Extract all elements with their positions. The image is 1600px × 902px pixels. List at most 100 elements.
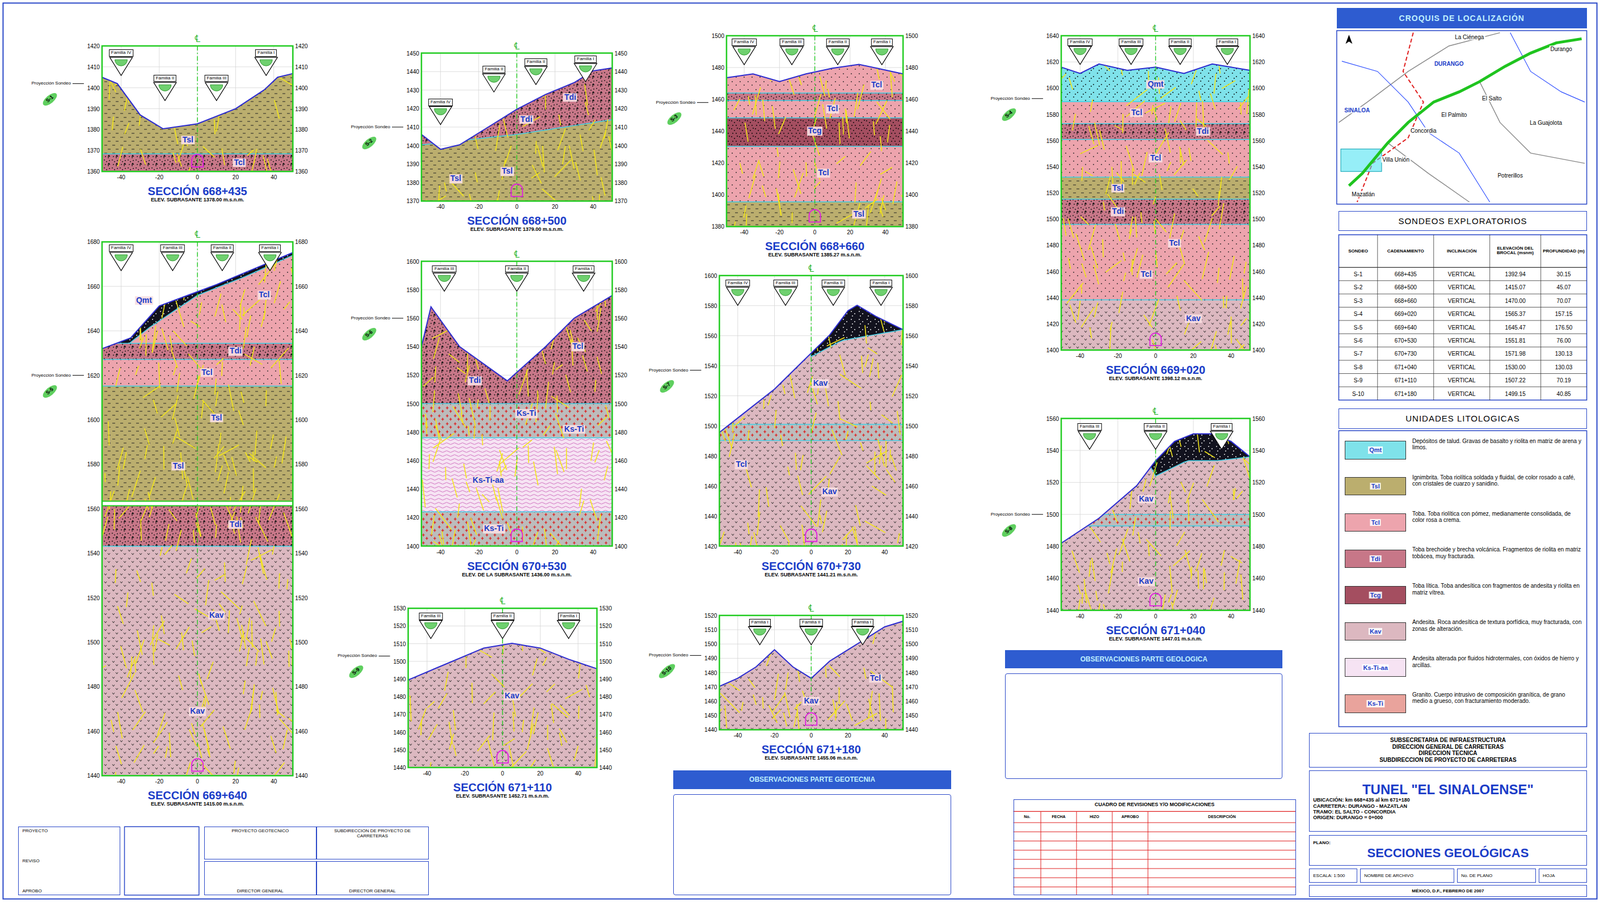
fracture-line <box>421 640 435 649</box>
fracture-line <box>800 454 804 471</box>
fracture-line <box>132 711 146 730</box>
fracture-line <box>604 119 609 139</box>
elevation-tick: 1390 <box>406 161 420 168</box>
fracture-line <box>271 735 277 753</box>
elevation-tick: 1620 <box>294 372 308 379</box>
fracture-line <box>1206 597 1214 620</box>
fracture-line <box>1065 450 1069 464</box>
stereonet-plot <box>753 628 767 636</box>
fracture-line <box>1116 172 1125 182</box>
centerline <box>811 275 812 547</box>
borehole-tag: S-10 <box>656 661 678 681</box>
table-rule <box>1013 831 1296 833</box>
stereonet-symbol <box>524 66 548 85</box>
fracture-line <box>193 376 200 399</box>
table-header-cell: FECHA <box>1041 814 1076 820</box>
axis-tick: 20 <box>846 229 854 236</box>
elevation-tick: 1400 <box>1046 347 1059 354</box>
stereonet-plot <box>874 289 888 296</box>
table-cell: 1565.37 <box>1491 310 1540 318</box>
elevation-tick: 1390 <box>614 161 627 168</box>
table-header-cell: DESCRIPCIÓN <box>1148 814 1296 820</box>
fracture-line <box>1230 556 1243 564</box>
axis-tick: 20 <box>1189 613 1197 620</box>
fracture-line <box>175 300 184 328</box>
notes-title: OBSERVACIONES PARTE GEOLOGICA <box>1005 649 1283 669</box>
fracture-line <box>1068 511 1074 537</box>
fracture-line <box>785 672 789 690</box>
fracture-line <box>258 547 264 574</box>
fracture-line <box>1229 166 1238 181</box>
measured-symbols <box>72 46 1239 657</box>
fracture-line <box>541 188 555 201</box>
fracture-line <box>766 487 770 507</box>
leader-line <box>391 317 404 319</box>
axis-tick: -40 <box>423 770 432 777</box>
elevation-tick: 1580 <box>406 286 420 293</box>
fracture-line <box>1227 152 1230 164</box>
fracture-line <box>1140 212 1142 223</box>
fracture-line <box>465 125 468 135</box>
lithology-code: Tcl <box>735 460 749 470</box>
fracture-line <box>817 499 822 527</box>
fracture-line <box>241 625 246 649</box>
fracture-line <box>511 750 527 767</box>
fracture-line <box>434 68 438 88</box>
fracture-line <box>214 574 225 581</box>
lithology-code: Qmt <box>1368 446 1383 454</box>
fracture-line <box>569 145 575 170</box>
fracture-line <box>1134 172 1141 185</box>
axis-tick: -40 <box>1075 613 1084 620</box>
fracture-line <box>777 337 779 347</box>
fracture-line <box>748 174 756 199</box>
title-field: NOMBRE DE ARCHIVO <box>1360 868 1455 883</box>
rock-mass <box>96 45 295 190</box>
elevation-tick: 1390 <box>294 105 308 112</box>
joint-family-label: Familia III <box>779 38 805 46</box>
fracture-line <box>522 719 524 733</box>
elevation-tick: 1600 <box>1252 85 1265 92</box>
joint-family-label: Familia III <box>432 265 457 273</box>
fracture-line <box>475 172 478 183</box>
fracture-line <box>846 703 853 721</box>
lithology-code: Tcl <box>1149 153 1163 163</box>
fracture-line <box>783 712 787 726</box>
fracture-line <box>476 622 481 650</box>
fracture-line <box>126 292 129 314</box>
fracture-line <box>1103 201 1105 211</box>
elevation-tick: 1600 <box>614 258 627 265</box>
fracture-line <box>131 470 141 497</box>
fracture-line <box>542 145 545 173</box>
fracture-line <box>805 162 807 177</box>
fracture-line <box>729 433 736 458</box>
fracture-line <box>538 627 561 643</box>
tunnel-outline <box>809 209 821 222</box>
elevation-tick: 1520 <box>1252 190 1265 197</box>
fracture-line <box>221 304 226 323</box>
elevation-tick: 1360 <box>294 168 308 175</box>
map-highway <box>1348 38 1582 186</box>
axis-tick: 0 <box>1154 613 1158 620</box>
fracture-line <box>570 290 577 315</box>
fracture-line <box>1166 262 1177 274</box>
joint-family-label: Familia IV <box>108 49 134 57</box>
fracture-line <box>226 55 236 63</box>
stereonet-symbol <box>258 252 282 271</box>
fracture-line <box>1067 218 1074 239</box>
fracture-line <box>252 467 255 493</box>
elevation-tick: 1460 <box>905 96 918 103</box>
fracture-line <box>800 505 817 527</box>
table-rule <box>1377 234 1378 400</box>
fracture-line <box>471 110 474 126</box>
elevation-tick: 1500 <box>905 640 918 648</box>
tunnel-outline <box>1149 593 1162 606</box>
section-panel: SECCIÓN 668+435ELEV. SUBRASANTE 1378.00 … <box>102 45 293 207</box>
signature-box <box>124 826 199 896</box>
fracture-line <box>172 152 176 163</box>
lithologic-unit-fill <box>102 255 293 776</box>
fracture-line <box>1132 168 1134 185</box>
fracture-line <box>286 579 289 590</box>
section-elevation-note: ELEV. SUBRASANTE 1452.71 m.s.n.m. <box>408 793 598 800</box>
fracture-line <box>233 760 236 774</box>
stereonet-symbol <box>432 272 456 291</box>
